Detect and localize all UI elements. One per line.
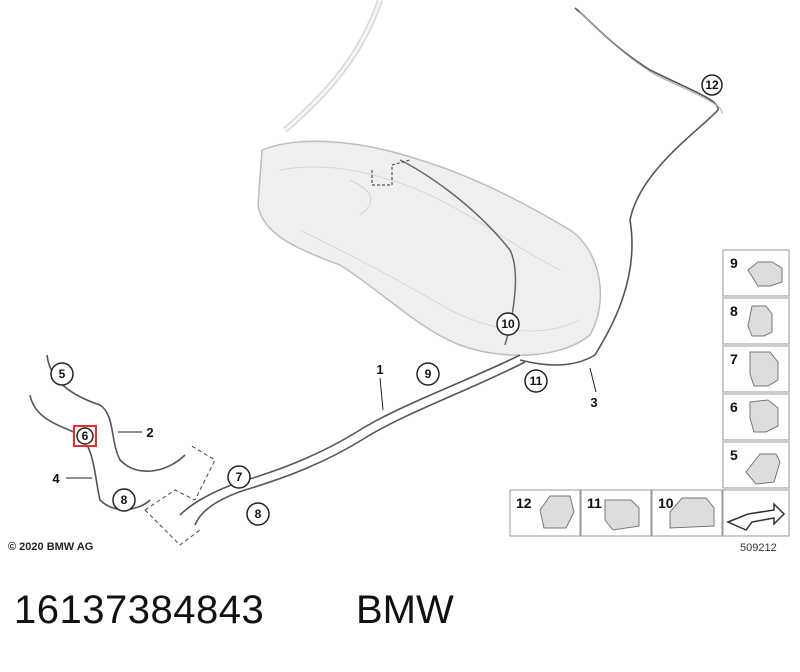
svg-text:9: 9 [730,255,738,271]
callout-10[interactable]: 10 [496,312,520,336]
brand: BMW [356,588,454,632]
clip-box-5[interactable]: 5 [722,441,790,489]
clip-box-7[interactable]: 7 [722,345,790,393]
svg-text:6: 6 [730,399,738,415]
svg-text:9: 9 [425,367,432,381]
svg-text:5: 5 [730,447,738,463]
svg-text:11: 11 [587,495,602,511]
svg-text:8: 8 [255,507,262,521]
label-1[interactable]: 1 [376,362,383,377]
svg-text:8: 8 [121,493,128,507]
svg-text:8: 8 [730,303,738,319]
label-3[interactable]: 3 [590,395,597,410]
svg-text:12: 12 [705,78,719,92]
part-number: 16137384843 [14,588,265,632]
clip-box-12[interactable]: 12 [509,489,581,537]
callout-7[interactable]: 7 [227,465,251,489]
label-4[interactable]: 4 [52,471,60,486]
svg-text:6: 6 [82,429,89,443]
svg-text:5: 5 [59,367,66,381]
fuel-line-1 [179,354,521,516]
callout-6[interactable]: 6 [73,425,97,447]
copyright: © 2020 BMW AG [8,541,94,553]
callout-8a[interactable]: 8 [112,488,136,512]
clip-box-8[interactable]: 8 [722,297,790,345]
callout-8b[interactable]: 8 [246,502,270,526]
arrow-icon [726,502,786,531]
callout-12[interactable]: 12 [701,74,723,96]
clip-box-10[interactable]: 10 [651,489,723,537]
svg-text:10: 10 [658,495,674,511]
vent-line [519,7,719,366]
clip-box-11[interactable]: 11 [580,489,652,537]
direction-arrow-box [722,489,790,537]
svg-text:12: 12 [516,495,532,511]
svg-text:10: 10 [501,317,515,331]
tank-line [399,159,517,346]
fuel-line-2 [194,361,526,526]
parts-diagram: 12 10 11 9 5 6 7 8 8 1 2 3 4 9 [29,0,790,546]
svg-text:7: 7 [730,351,738,367]
clip-box-6[interactable]: 6 [722,393,790,441]
drawing-id: 509212 [740,542,777,554]
svg-text:7: 7 [236,470,243,484]
callout-9[interactable]: 9 [416,362,440,386]
clip-box-9[interactable]: 9 [722,249,790,297]
svg-text:11: 11 [530,374,543,388]
callout-5[interactable]: 5 [50,362,74,386]
label-2[interactable]: 2 [146,425,153,440]
callout-11[interactable]: 11 [524,369,548,393]
